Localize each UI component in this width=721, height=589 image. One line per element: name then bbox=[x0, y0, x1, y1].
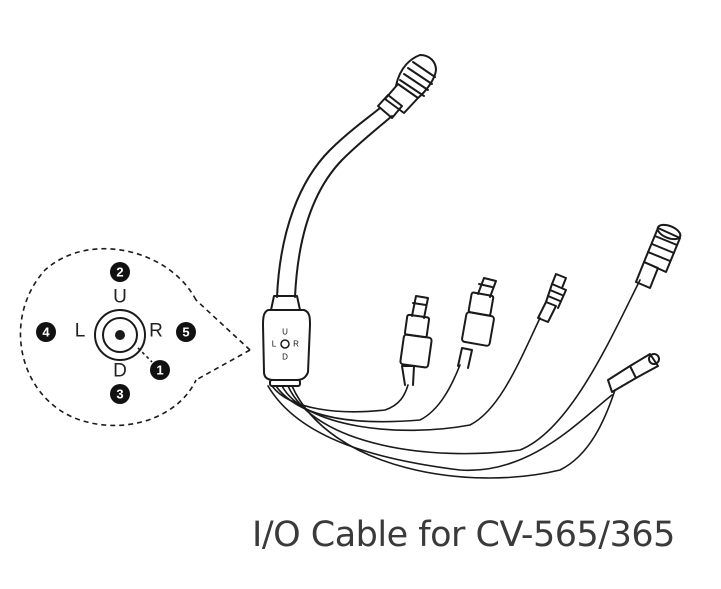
bnc-connector-2 bbox=[457, 277, 497, 369]
bnc-connector-1 bbox=[399, 295, 433, 386]
joystick-center bbox=[115, 330, 125, 340]
zoom-callout bbox=[19, 248, 251, 427]
joystick-label-right: R bbox=[149, 321, 163, 342]
power-connector-small bbox=[607, 353, 660, 393]
top-connector bbox=[377, 54, 437, 119]
hub-label-down: D bbox=[282, 353, 288, 362]
joystick-outer-ring bbox=[94, 309, 146, 361]
badge-2: 2 bbox=[116, 265, 123, 280]
hub-label-right: R bbox=[293, 340, 299, 349]
fanout-cables bbox=[267, 279, 641, 479]
joystick-label-down: D bbox=[113, 361, 127, 382]
joystick-inner-ring bbox=[102, 317, 138, 353]
audio-connector-large bbox=[635, 223, 682, 289]
main-cable bbox=[276, 107, 393, 298]
joystick-detail: U D L R 2 3 4 5 1 bbox=[36, 262, 196, 404]
badge-4: 4 bbox=[42, 325, 50, 340]
diagram-caption: I/O Cable for CV-565/365 bbox=[252, 515, 675, 555]
small-plug-connector bbox=[537, 273, 567, 323]
badge-5: 5 bbox=[182, 325, 189, 340]
hub-label-up: U bbox=[282, 328, 288, 337]
badge-3: 3 bbox=[116, 387, 123, 402]
hub-label-left: L bbox=[272, 340, 277, 349]
cable-hub bbox=[262, 295, 311, 387]
joystick-label-up: U bbox=[113, 287, 127, 308]
badge-1: 1 bbox=[156, 363, 163, 378]
joystick-label-left: L bbox=[75, 321, 86, 342]
